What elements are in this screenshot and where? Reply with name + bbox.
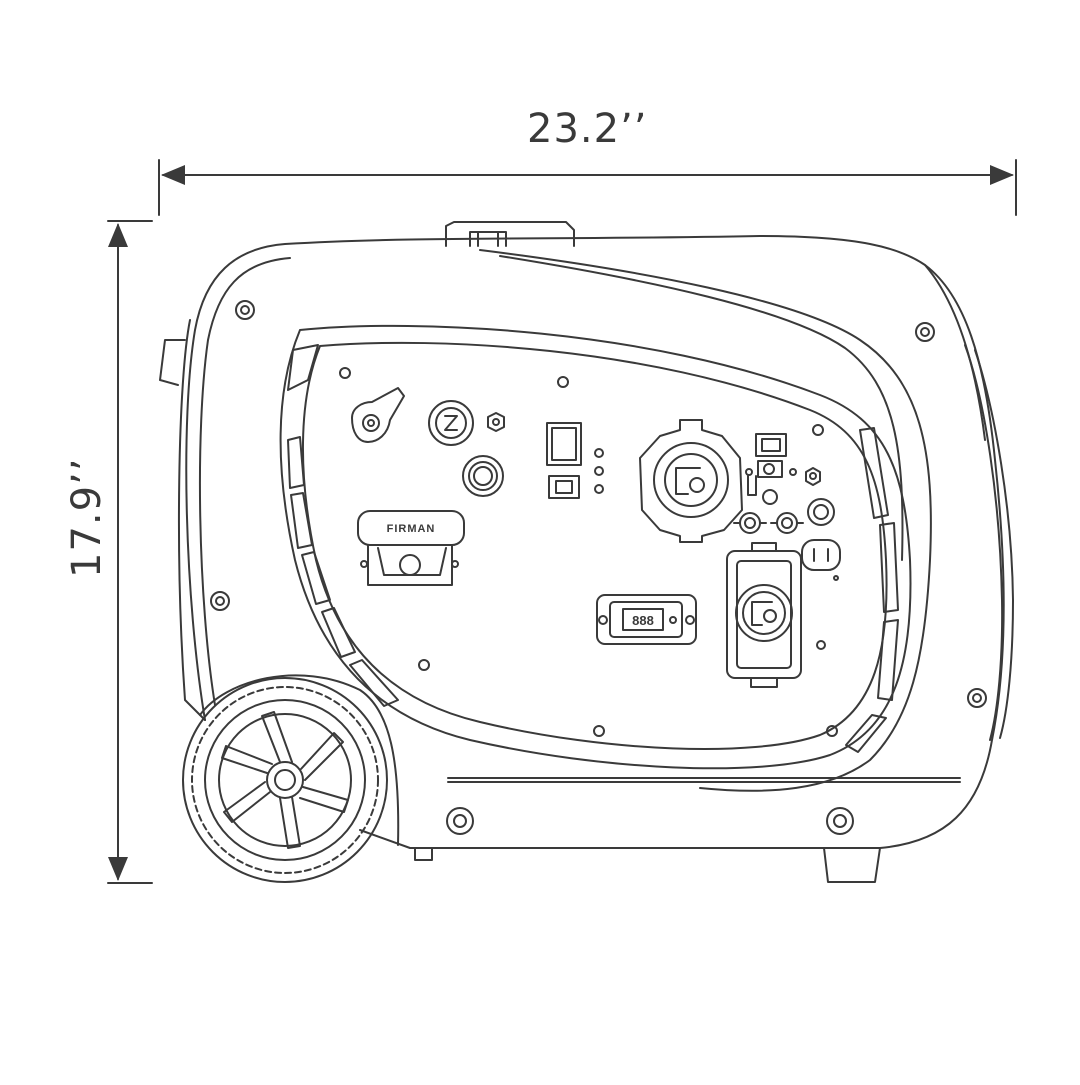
parallel-switch-cluster <box>745 433 835 526</box>
panel-screws <box>210 300 987 835</box>
indicator-leds <box>594 448 604 494</box>
engine-switch-knob <box>428 400 474 446</box>
eco-switch <box>546 422 582 499</box>
width-dimension-label: 23.2’’ <box>527 106 648 152</box>
dc-breakers <box>733 512 804 534</box>
recoil-start-handle <box>357 510 465 586</box>
height-dimension-label: 17.9’’ <box>64 457 110 579</box>
top-handle <box>445 221 575 247</box>
reset-button <box>462 455 504 497</box>
fuel-valve-lever <box>351 387 405 443</box>
household-outlet <box>801 539 841 650</box>
display-readout: 888 <box>632 613 654 628</box>
digital-display <box>596 594 697 645</box>
wheel-spokes <box>221 711 349 849</box>
left-vent-slots <box>287 344 399 707</box>
small-hex-nut <box>487 412 505 432</box>
right-vent-slots <box>845 427 899 753</box>
covered-outlet <box>726 542 802 688</box>
width-dimension-line <box>158 159 1017 216</box>
control-panel-frame <box>279 324 912 770</box>
height-dimension-line <box>107 220 153 884</box>
generator-body <box>159 235 1014 883</box>
wheel <box>182 674 400 883</box>
body-swoosh <box>479 249 932 792</box>
twist-lock-outlet <box>639 419 743 543</box>
brand-logo-text: FIRMAN <box>387 523 436 535</box>
